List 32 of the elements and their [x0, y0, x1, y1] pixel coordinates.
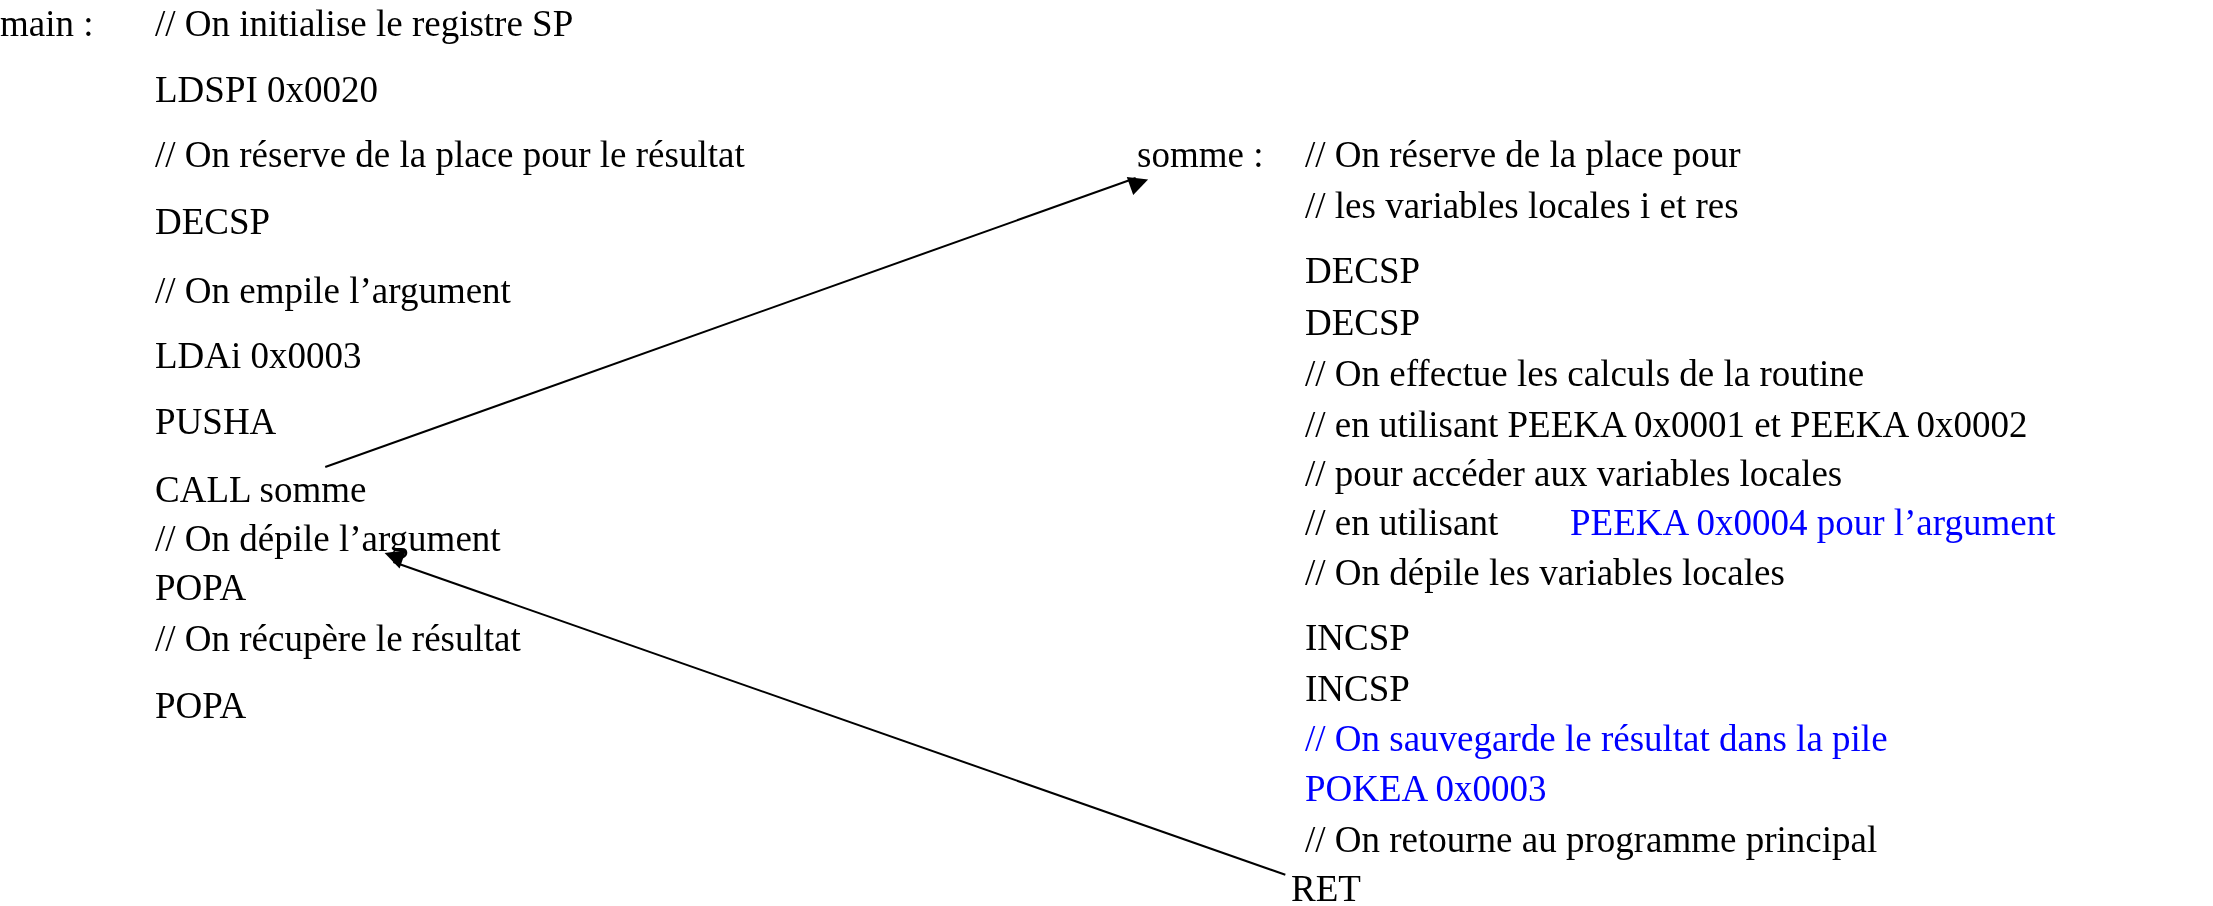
code-comment: // On retourne au programme principal [1305, 819, 1878, 861]
code-line: LDAi 0x0003 [155, 335, 362, 377]
code-comment: // On effectue les calculs de la routine [1305, 353, 1865, 395]
code-line: PEEKA 0x0004 pour l’argument [1570, 502, 2056, 544]
code-line: INCSP [1305, 617, 1410, 659]
routine-label: somme : [1137, 134, 1264, 176]
code-comment: // en utilisant PEEKA 0x0001 et PEEKA 0x0002 [1305, 404, 2028, 446]
code-comment: // On empile l’argument [155, 270, 511, 312]
code-line: CALL somme [155, 469, 367, 511]
arrow [384, 550, 1287, 876]
code-comment: // pour accéder aux variables locales [1305, 453, 1843, 495]
code-comment: // On réserve de la place pour [1305, 134, 1741, 176]
routine-label: main : [0, 3, 94, 45]
arrow [324, 176, 1149, 468]
code-line: RET [1291, 868, 1361, 906]
code-line: DECSP [1305, 302, 1421, 344]
code-line: POPA [155, 685, 247, 727]
code-comment: // On sauvegarde le résultat dans la pile [1305, 718, 1888, 760]
code-line: DECSP [1305, 250, 1421, 292]
code-line: POPA [155, 567, 247, 609]
code-line: DECSP [155, 201, 271, 243]
code-comment: // On dépile l’argument [155, 518, 501, 560]
code-comment: // en utilisant [1305, 502, 1499, 544]
code-line: INCSP [1305, 668, 1410, 710]
code-comment: // On dépile les variables locales [1305, 552, 1785, 594]
code-line: POKEA 0x0003 [1305, 768, 1547, 810]
code-line: PUSHA [155, 401, 277, 443]
code-comment: // On récupère le résultat [155, 618, 521, 660]
code-comment: // les variables locales i et res [1305, 185, 1739, 227]
code-line: LDSPI 0x0020 [155, 69, 379, 111]
code-comment: // On initialise le registre SP [155, 3, 574, 45]
code-comment: // On réserve de la place pour le résultat [155, 134, 745, 176]
